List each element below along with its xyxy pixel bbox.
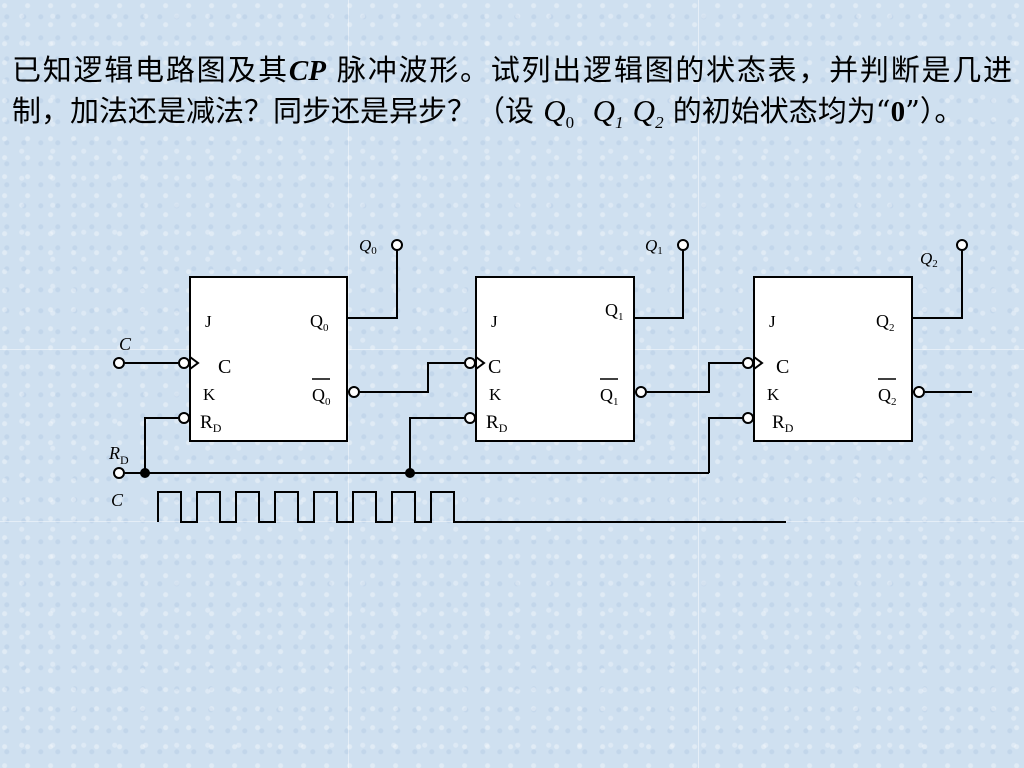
cp-symbol: CP bbox=[288, 55, 326, 87]
q2-output-label: Q2 bbox=[920, 249, 938, 270]
reset-junction-1 bbox=[140, 468, 150, 478]
ff2-c-label: C bbox=[776, 356, 789, 378]
ff0-c-label: C bbox=[218, 356, 231, 378]
ff1-qbar-label: Q1 bbox=[600, 385, 619, 408]
flip-flop-2 bbox=[753, 276, 913, 442]
qbar0-to-c1-wire bbox=[378, 362, 464, 393]
reset-ff0-wire bbox=[144, 417, 178, 473]
ff1-c-label: C bbox=[488, 356, 501, 378]
ff0-j-label: J bbox=[205, 312, 212, 331]
ff0-rd-label: RD bbox=[200, 412, 222, 435]
clock-edge-ff1 bbox=[475, 356, 486, 370]
q2-variable: Q2 bbox=[632, 93, 664, 133]
ff1-rd-label: RD bbox=[486, 412, 508, 435]
ff0-qbar-label: Q0 bbox=[312, 385, 331, 408]
q0-output-wire bbox=[347, 250, 398, 319]
ff0-q-label: Q0 bbox=[310, 311, 329, 334]
zero-value: 0 bbox=[890, 96, 906, 128]
qbar-bubble-ff1 bbox=[635, 386, 647, 398]
q1-output-label: Q1 bbox=[645, 236, 663, 257]
q0-variable: Q0 bbox=[543, 93, 575, 133]
reset-bubble-ff0 bbox=[178, 412, 190, 424]
q2-terminal bbox=[956, 239, 968, 251]
flip-flop-1 bbox=[475, 276, 635, 442]
flip-flop-0 bbox=[189, 276, 348, 442]
ff1-j-label: J bbox=[491, 312, 498, 331]
ff2-rd-label: RD bbox=[772, 412, 794, 435]
q1-variable: Q1 bbox=[592, 93, 624, 133]
qbar1-to-c2-wire bbox=[660, 362, 742, 393]
reset-junction-2 bbox=[405, 468, 415, 478]
clock-edge-ff0 bbox=[189, 356, 200, 370]
ff1-k-label: K bbox=[489, 385, 502, 404]
reset-input-terminal bbox=[113, 467, 125, 479]
ff2-qbar-label: Q2 bbox=[878, 385, 897, 408]
reset-ff2-wire bbox=[708, 417, 742, 473]
qbar-bubble-ff0 bbox=[348, 386, 360, 398]
q2-output-wire bbox=[912, 250, 963, 319]
ff0-k-label: K bbox=[203, 385, 216, 404]
q1-output-wire bbox=[634, 250, 684, 319]
clock-waveform bbox=[157, 491, 786, 523]
reset-bubble-ff1 bbox=[464, 412, 476, 424]
ff1-q-label: Q1 bbox=[605, 300, 624, 323]
clock-bubble-ff0 bbox=[178, 357, 190, 369]
qbar-bubble-ff2 bbox=[913, 386, 925, 398]
q0-terminal bbox=[391, 239, 403, 251]
problem-statement: 已知逻辑电路图及其CP 脉冲波形。试列出逻辑图的状态表，并判断是几进制，加法还是… bbox=[12, 53, 1012, 133]
clock-bubble-ff1 bbox=[464, 357, 476, 369]
ff2-k-label: K bbox=[767, 385, 780, 404]
reset-bubble-ff2 bbox=[742, 412, 754, 424]
reset-ff1-wire bbox=[409, 417, 464, 473]
ff2-q-label: Q2 bbox=[876, 311, 895, 334]
clock-input-label: C bbox=[119, 334, 132, 354]
q0-output-label: Q0 bbox=[359, 236, 377, 257]
waveform-label: C bbox=[111, 490, 124, 510]
clock-input-terminal bbox=[113, 357, 125, 369]
ff2-j-label: J bbox=[769, 312, 776, 331]
clock-edge-ff2 bbox=[753, 356, 764, 370]
reset-input-label: RD bbox=[108, 443, 129, 467]
clock-bubble-ff2 bbox=[742, 357, 754, 369]
q1-terminal bbox=[677, 239, 689, 251]
